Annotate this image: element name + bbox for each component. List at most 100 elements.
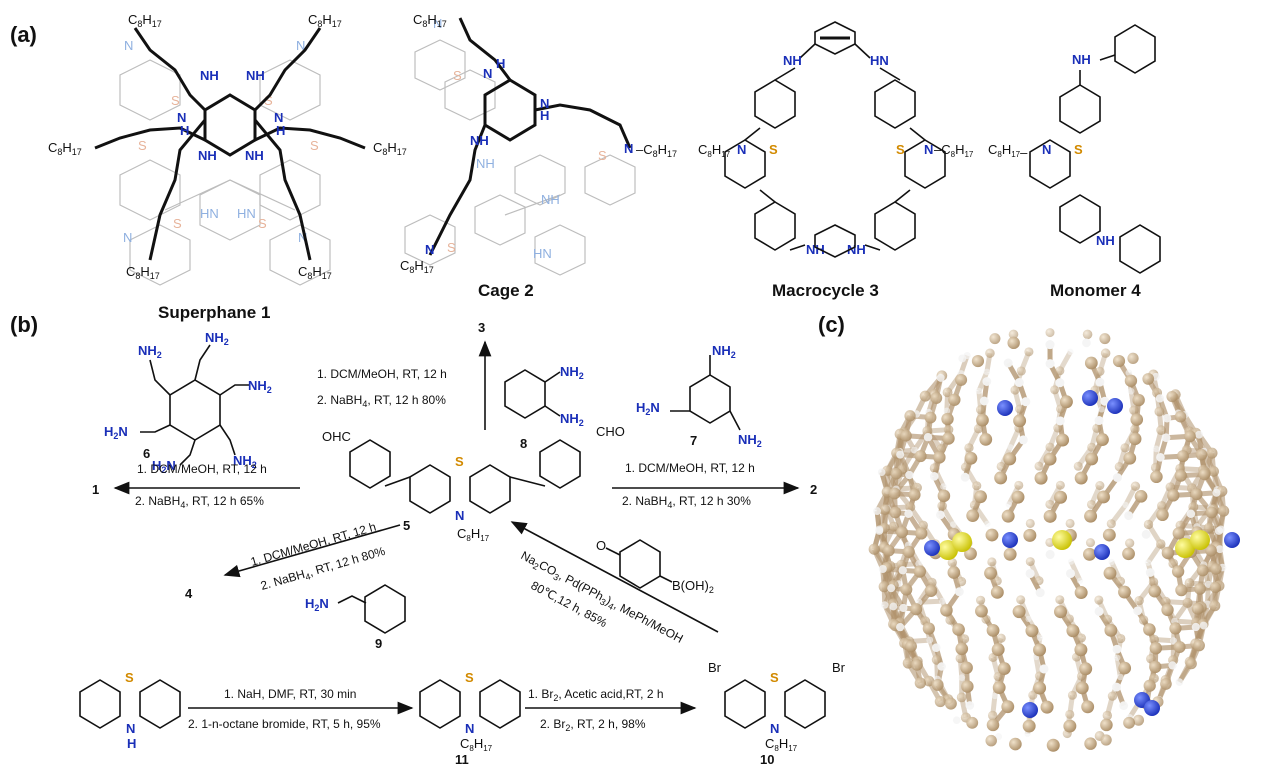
svg-text:S: S: [1074, 142, 1083, 157]
svg-text:C8H17: C8H17: [126, 264, 160, 281]
compound-number-3: 3: [478, 320, 485, 335]
carbon-atom: [1025, 518, 1035, 528]
carbon-atom: [1198, 468, 1211, 481]
carbon-atom: [1075, 681, 1089, 695]
carbon-atom: [1102, 710, 1113, 721]
sulfur-atom: [1175, 538, 1195, 558]
carbon-atom: [1085, 452, 1099, 466]
carbon-atom: [1175, 584, 1188, 597]
svg-text:OHC: OHC: [322, 429, 351, 444]
hydrogen-atom: [1018, 435, 1028, 445]
carbon-atom: [1174, 469, 1187, 482]
cond-to1-step2: 2. NaBH4, RT, 12 h 65%: [135, 494, 264, 510]
carbon-atom: [1112, 355, 1126, 368]
carbon-atom: [1100, 718, 1113, 732]
svg-text:NH2: NH2: [560, 364, 584, 381]
hydrogen-atom: [1141, 529, 1151, 539]
carbon-atom: [1033, 681, 1047, 695]
svg-text:H2N: H2N: [152, 458, 176, 475]
hydrogen-atom: [915, 560, 923, 567]
carbon-atom: [1034, 471, 1048, 485]
hydrogen-atom: [965, 701, 975, 710]
carbon-atom: [942, 432, 955, 445]
carbon-atom: [945, 615, 955, 625]
carbon-atom: [1055, 366, 1065, 376]
carbon-atom: [1034, 461, 1044, 471]
carbon-atom: [1067, 690, 1077, 700]
compound-number-10: 10: [760, 752, 774, 766]
svg-text:S: S: [171, 93, 180, 108]
svg-text:HN: HN: [200, 206, 219, 221]
carbon-atom: [878, 581, 890, 593]
svg-text:Br: Br: [832, 660, 846, 675]
carbon-atom: [1095, 480, 1105, 491]
carbon-atom: [1025, 624, 1039, 638]
carbon-atom: [1063, 719, 1077, 733]
carbon-atom: [1196, 564, 1209, 577]
carbon-atom: [1085, 538, 1096, 548]
cond-to3-step1: 1. DCM/MeOH, RT, 12 h: [317, 367, 447, 381]
carbon-atom: [1059, 395, 1073, 409]
carbon-atom: [888, 521, 899, 532]
carbon-atom: [1194, 582, 1206, 595]
carbon-atom: [1097, 490, 1110, 504]
carbon-atom: [904, 410, 916, 422]
hydrogen-atom: [1025, 568, 1035, 579]
carbon-atom: [937, 501, 947, 511]
svg-text:N: N: [624, 141, 633, 156]
hydrogen-atom: [1145, 568, 1155, 577]
carbon-atom: [1033, 643, 1047, 657]
svg-text:N: N: [126, 721, 135, 736]
compound-11: S N C8H17 11: [419, 670, 521, 766]
carbon-atom: [1149, 634, 1159, 645]
hydrogen-atom: [1108, 558, 1115, 566]
carbon-atom: [992, 681, 1006, 694]
svg-text:NH: NH: [476, 156, 495, 171]
carbon-atom: [1184, 430, 1196, 443]
carbon-atom: [942, 387, 953, 398]
carbon-atom: [1008, 329, 1019, 340]
carbon-atom: [1009, 737, 1022, 751]
carbon-atom: [1084, 356, 1098, 370]
carbon-atom: [1102, 528, 1116, 542]
hydrogen-atom: [904, 509, 913, 518]
carbon-atom: [1188, 501, 1199, 512]
svg-text:C8H17: C8H17: [48, 140, 82, 157]
bond-stick: [1068, 560, 1083, 582]
svg-text:N: N: [296, 38, 305, 53]
carbon-atom: [1143, 519, 1154, 530]
cond-to2-step2: 2. NaBH4, RT, 12 h 30%: [622, 494, 751, 510]
svg-text:H2N: H2N: [636, 400, 660, 417]
carbon-atom: [1046, 738, 1060, 752]
svg-text:N: N: [483, 66, 492, 81]
carbon-atom: [882, 544, 895, 557]
carbon-atom: [1150, 462, 1161, 473]
phenothiazine: S N H: [79, 670, 181, 751]
carbon-atom: [1157, 501, 1167, 511]
hydrogen-atom: [1003, 358, 1013, 368]
carbon-atom: [955, 642, 969, 656]
hydrogen-atom: [1067, 348, 1074, 356]
svg-text:S: S: [138, 138, 147, 153]
carbon-atom: [1122, 547, 1135, 561]
carbon-atom: [1134, 489, 1148, 503]
carbon-atom: [1129, 405, 1139, 415]
hydrogen-atom: [926, 636, 934, 644]
hydrogen-atom: [1212, 488, 1221, 497]
carbon-atom: [914, 450, 927, 463]
carbon-atom: [1084, 737, 1097, 750]
carbon-atom: [1205, 506, 1218, 519]
carbon-atom: [1133, 714, 1145, 726]
hydrogen-atom: [937, 662, 946, 671]
hydrogen-atom: [1113, 654, 1121, 661]
carbon-atom: [1096, 433, 1109, 447]
carbon-atom: [908, 488, 921, 501]
carbon-atom: [930, 392, 943, 404]
compound-number-8: 8: [520, 436, 527, 451]
cond-to2-step1: 1. DCM/MeOH, RT, 12 h: [625, 461, 755, 475]
compound-number-4: 4: [185, 586, 193, 601]
boronic-acid: O B(OH)2: [596, 538, 714, 595]
hydrogen-atom: [1168, 661, 1177, 670]
carbon-atom: [1003, 547, 1017, 561]
carbon-atom: [889, 506, 902, 519]
